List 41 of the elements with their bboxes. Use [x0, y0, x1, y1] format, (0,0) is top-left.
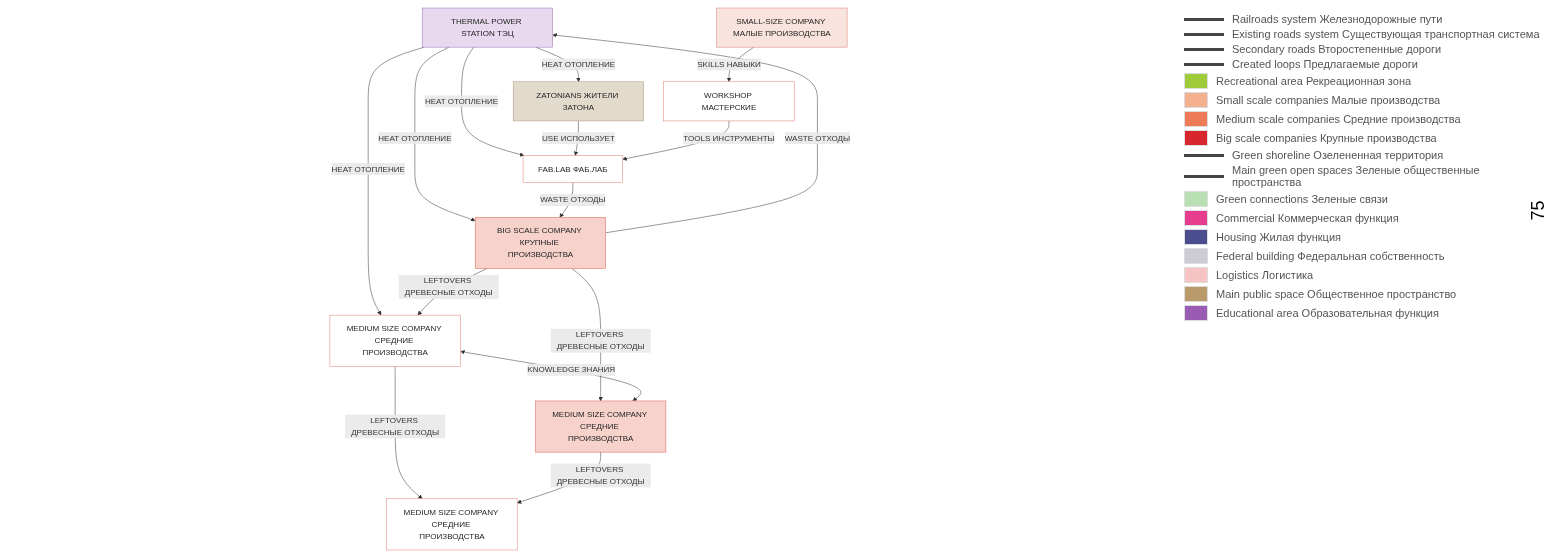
- node-box: MEDIUM SIZE COMPANY СРЕДНИЕ ПРОИЗВОДСТВА: [386, 498, 518, 551]
- edge-label: LEFTOVERS ДРЕВЕСНЫЕ ОТХОДЫ: [404, 276, 493, 297]
- node-box: MEDIUM SIZE COMPANY СРЕДНИЕ ПРОИЗВОДСТВА: [535, 400, 667, 453]
- legend-text: Green shoreline Озелененная территория: [1232, 149, 1444, 161]
- node-box: ZATONIANS ЖИТЕЛИ ЗАТОНА: [512, 81, 644, 122]
- legend-text: Housing Жилая функция: [1216, 231, 1341, 243]
- edge-label: HEAT ОТОПЛЕНИЕ: [378, 133, 452, 143]
- node-box: BIG SCALE COMPANY КРУПНЫЕ ПРОИЗВОДСТВА: [474, 217, 606, 269]
- legend-text: Commercial Коммерческая функция: [1216, 212, 1399, 224]
- edge-label: TOOLS ИНСТРУМЕНТЫ: [683, 133, 775, 143]
- legend-text: Green connections Зеленые связи: [1216, 193, 1388, 205]
- edge-label: HEAT ОТОПЛЕНИЕ: [424, 96, 499, 106]
- legend-text: Logistics Логистика: [1216, 269, 1314, 281]
- legend-text: Created loops Предлагаемые дороги: [1232, 58, 1418, 70]
- legend-text: Small scale companies Малые производства: [1216, 94, 1441, 106]
- edge-label: WASTE ОТХОДЫ: [784, 133, 851, 143]
- edge-label: LEFTOVERS ДРЕВЕСНЫЕ ОТХОДЫ: [351, 416, 440, 437]
- legend-text: Federal building Федеральная собственность: [1216, 250, 1445, 262]
- node-box: WORKSHOP МАСТЕРСКИЕ: [663, 81, 795, 122]
- legend-text: Recreational area Рекреационная зона: [1216, 75, 1412, 87]
- edge-label: USE ИСПОЛЬЗУЕТ: [542, 133, 615, 143]
- node-box: SMALL-SIZE COMPANY МАЛЫЕ ПРОИЗВОДСТВА: [716, 7, 848, 48]
- edge-label: WASTE ОТХОДЫ: [540, 195, 606, 204]
- edge-label: KNOWLEDGE ЗНАНИЯ: [527, 365, 616, 374]
- edge-label: HEAT ОТОПЛЕНИЕ: [331, 164, 405, 174]
- legend-text: Main green open spaces Зеленые общественные пространства: [1232, 164, 1481, 188]
- legend-text: Educational area Образовательная функция: [1216, 307, 1439, 319]
- legend-text: Medium scale companies Средние производства: [1216, 113, 1461, 125]
- edge-label: LEFTOVERS ДРЕВЕСНЫЕ ОТХОДЫ: [556, 464, 645, 486]
- page-number: 75: [1527, 200, 1549, 221]
- legend-text: Main public space Общественное пространство: [1216, 288, 1457, 300]
- node-box: THERMAL POWER STATION ТЭЦ: [421, 7, 553, 48]
- edge-label: HEAT ОТОПЛЕНИЕ: [541, 59, 616, 69]
- legend-text: Big scale companies Крупные производства: [1216, 132, 1437, 144]
- node-box: FAB.LAB ФАБ.ЛАБ: [522, 155, 623, 183]
- legend-text: Secondary roads Второстепенные дороги: [1232, 43, 1442, 55]
- legend-text: Railroads system Железнодорожные пути: [1232, 13, 1443, 25]
- edge-label: SKILLS НАВЫКИ: [697, 59, 761, 69]
- edge-label: LEFTOVERS ДРЕВЕСНЫЕ ОТХОДЫ: [556, 330, 645, 351]
- legend-text: Existing roads system Существующая транспортная система: [1232, 28, 1540, 40]
- node-box: MEDIUM SIZE COMPANY СРЕДНИЕ ПРОИЗВОДСТВА: [329, 314, 461, 367]
